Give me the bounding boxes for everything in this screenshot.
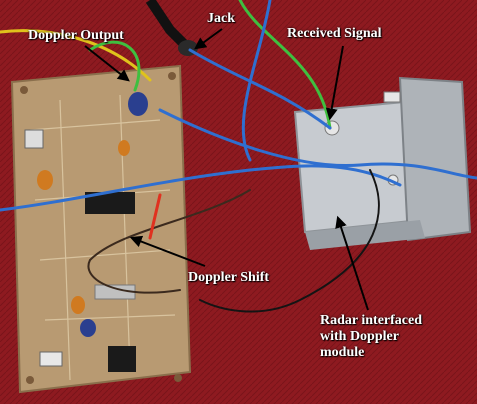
radar-label-line-2: with Doppler bbox=[320, 329, 399, 344]
blue-wire-3 bbox=[158, 108, 477, 180]
radar-label-line-3: module bbox=[320, 345, 365, 360]
doppler-shift-label: Doppler Shift bbox=[188, 270, 270, 285]
module-connector bbox=[324, 120, 340, 136]
doppler-output-label: Doppler Output bbox=[28, 28, 124, 43]
blue-wire-4 bbox=[241, 0, 272, 162]
capacitor bbox=[128, 92, 148, 116]
arrow-radar bbox=[335, 215, 369, 311]
blue-wire-1 bbox=[0, 164, 402, 212]
radar-module bbox=[293, 76, 472, 250]
red-wire bbox=[148, 193, 162, 240]
brown-wire bbox=[87, 189, 251, 294]
doppler-pcb-board bbox=[10, 64, 192, 394]
arrow-received-signal bbox=[325, 45, 344, 121]
received-signal-label: Received Signal bbox=[287, 26, 382, 41]
arrow-jack bbox=[194, 28, 223, 50]
radar-label-line-1: Radar interfaced bbox=[320, 313, 422, 328]
arrow-doppler-output bbox=[84, 45, 130, 82]
black-wire bbox=[199, 169, 380, 313]
jack-label: Jack bbox=[207, 11, 235, 26]
green-wire-right bbox=[238, 0, 332, 130]
blue-wire-2 bbox=[188, 48, 332, 130]
arrow-doppler-shift bbox=[129, 235, 206, 267]
green-wire bbox=[88, 40, 141, 92]
ic-chip bbox=[85, 192, 135, 214]
yellow-wire bbox=[0, 29, 152, 82]
radar-interfaced-label: Radar interfaced with Doppler module bbox=[320, 313, 460, 361]
ic-chip-small bbox=[108, 346, 136, 372]
